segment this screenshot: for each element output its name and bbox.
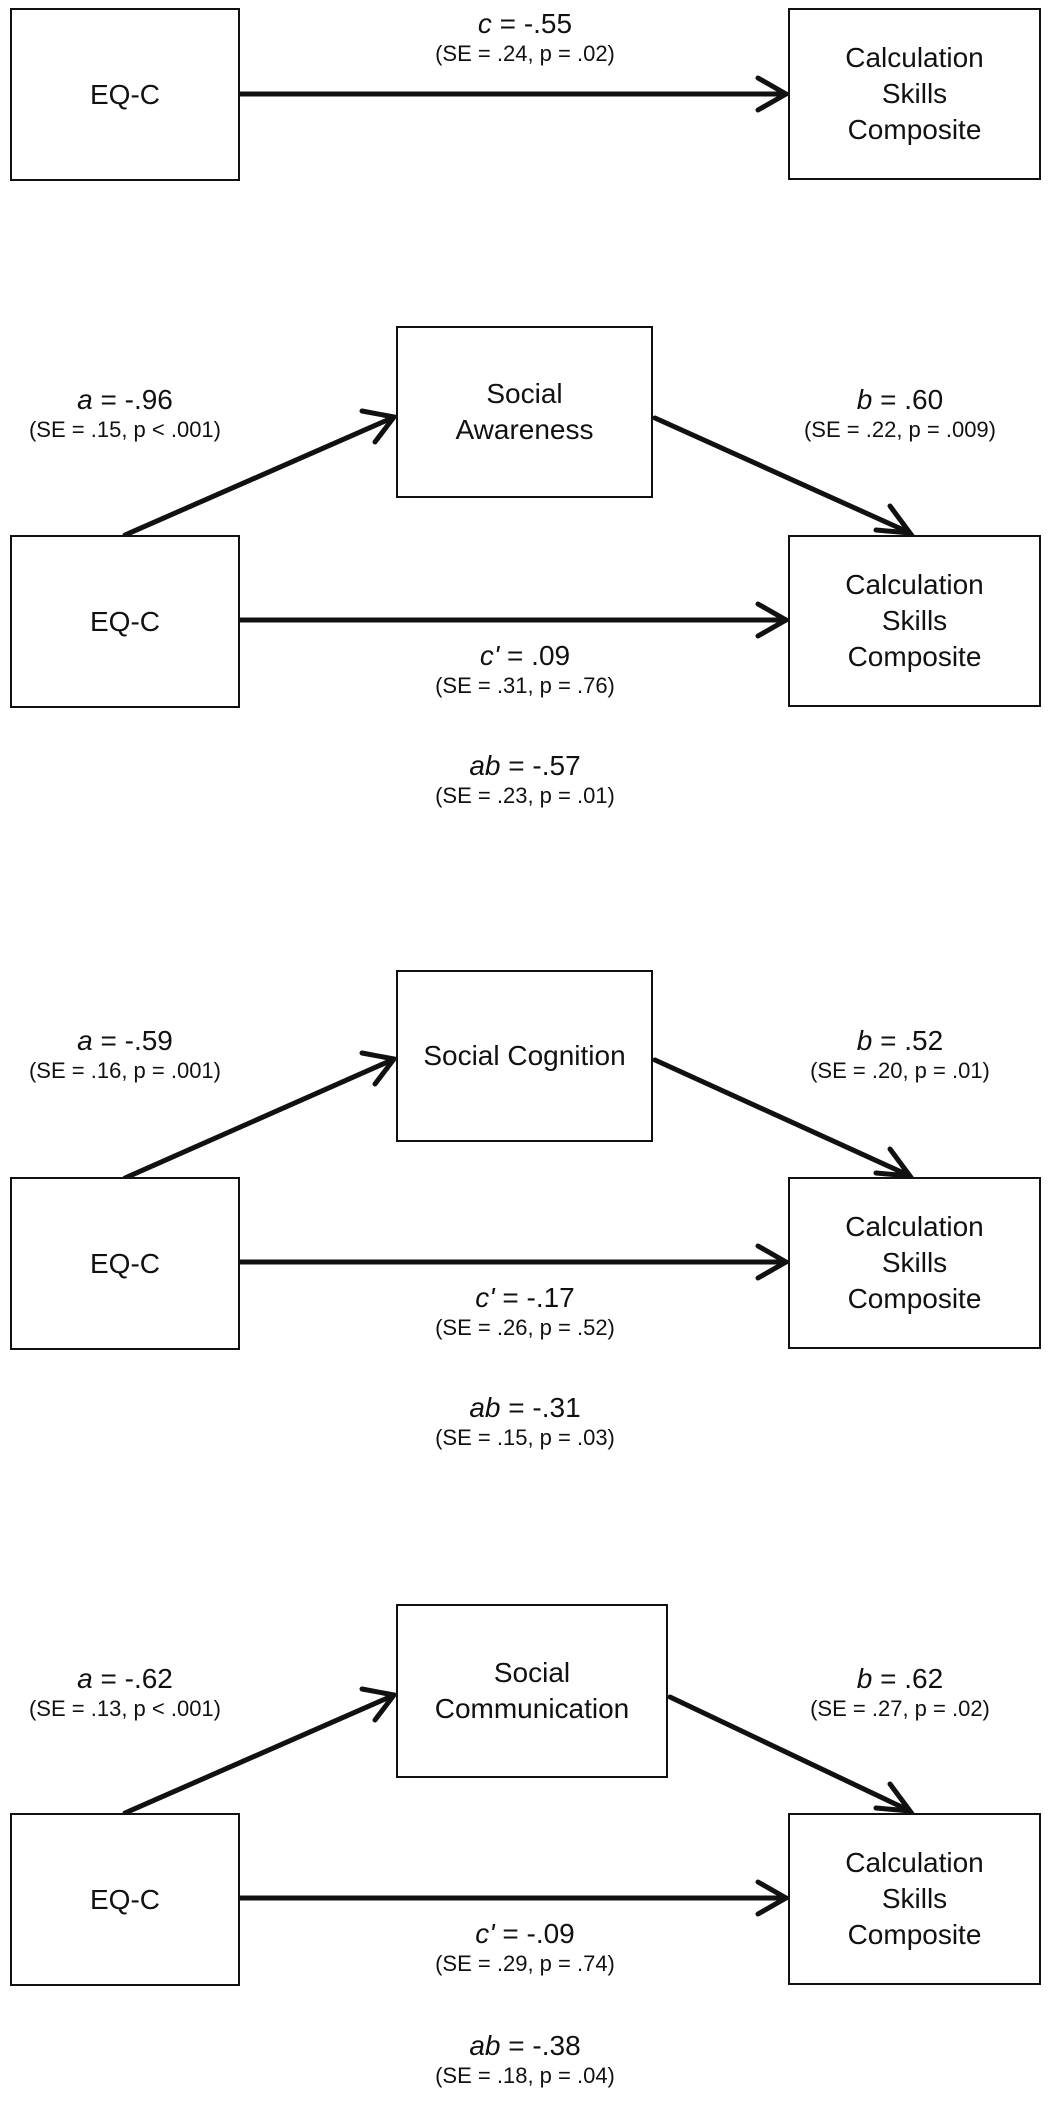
box-calculation-1: Calculation Skills Composite: [788, 8, 1041, 180]
coef-stats: (SE = .18, p = .04): [435, 2063, 615, 2088]
coef-stats: (SE = .26, p = .52): [435, 1315, 615, 1340]
coef-value: = -.09: [494, 1918, 575, 1949]
coef-value: = -.96: [92, 384, 173, 415]
box-calculation-2: Calculation Skills Composite: [788, 535, 1041, 707]
path-a-arrowhead-2: [359, 408, 399, 445]
path-b-arrowhead-2: [873, 503, 916, 536]
coef-value: = -.17: [494, 1282, 575, 1313]
box-mediator-4: Social Communication: [396, 1604, 668, 1778]
path-a-arrow-2: [122, 415, 395, 538]
coef-symbol: a: [77, 384, 93, 415]
path-b-arrow-2: [652, 415, 911, 535]
box-eqc-2: EQ-C: [10, 535, 240, 708]
box-eqc-1: EQ-C: [10, 8, 240, 181]
coef-symbol: c': [475, 1918, 495, 1949]
box-calculation-3: Calculation Skills Composite: [788, 1177, 1041, 1349]
coef-value: = -.59: [92, 1025, 173, 1056]
coef-b-2: b = .60 (SE = .22, p = .009): [770, 384, 1030, 444]
box-eqc-4: EQ-C: [10, 1813, 240, 1986]
coef-cprime-2: c' = .09 (SE = .31, p = .76): [375, 640, 675, 700]
coef-ab-4: ab = -.38 (SE = .18, p = .04): [375, 2030, 675, 2090]
coef-value: = -.62: [92, 1663, 173, 1694]
coef-symbol: c': [475, 1282, 495, 1313]
path-a-arrow-4: [122, 1693, 395, 1816]
coef-stats: (SE = .20, p = .01): [810, 1058, 990, 1083]
path-a-arrow-3: [122, 1057, 395, 1181]
coef-stats: (SE = .15, p < .001): [28, 417, 221, 442]
coef-cprime-3: c' = -.17 (SE = .26, p = .52): [375, 1282, 675, 1342]
coef-symbol: b: [856, 1663, 873, 1694]
path-cp-arrowhead-3: [755, 1243, 792, 1281]
coef-b-4: b = .62 (SE = .27, p = .02): [770, 1663, 1030, 1723]
box-eqc-3: EQ-C: [10, 1177, 240, 1350]
path-a-arrowhead-3: [359, 1050, 399, 1087]
path-c-arrowhead: [755, 75, 792, 113]
coef-symbol: b: [856, 384, 873, 415]
coef-cprime-4: c' = -.09 (SE = .29, p = .74): [375, 1918, 675, 1978]
coef-stats: (SE = .24, p = .02): [435, 41, 615, 66]
coef-value: = -.55: [491, 8, 573, 39]
coef-value: = .60: [872, 384, 944, 415]
coef-a-2: a = -.96 (SE = .15, p < .001): [0, 384, 250, 444]
coef-symbol: c': [479, 640, 500, 671]
coef-stats: (SE = .15, p = .03): [435, 1425, 615, 1450]
coef-stats: (SE = .23, p = .01): [435, 783, 615, 808]
coef-value: = -.38: [500, 2030, 581, 2061]
path-a-arrowhead-4: [359, 1686, 399, 1723]
coef-symbol: a: [77, 1025, 93, 1056]
coef-stats: (SE = .29, p = .74): [435, 1951, 615, 1976]
path-cp-arrowhead-4: [755, 1879, 792, 1917]
coef-symbol: a: [77, 1663, 93, 1694]
path-b-arrowhead-3: [873, 1146, 916, 1179]
coef-stats: (SE = .22, p = .009): [803, 417, 996, 442]
coef-symbol: b: [856, 1025, 873, 1056]
coef-value: = -.31: [500, 1392, 581, 1423]
coef-symbol: ab: [469, 750, 501, 781]
path-cp-arrowhead-2: [755, 601, 792, 639]
box-calculation-4: Calculation Skills Composite: [788, 1813, 1041, 1985]
coef-c-1: c = -.55 (SE = .24, p = .02): [375, 8, 675, 68]
coef-value: = -.57: [500, 750, 581, 781]
coef-value: = .52: [872, 1025, 944, 1056]
coef-ab-2: ab = -.57 (SE = .23, p = .01): [375, 750, 675, 810]
coef-value: = .62: [872, 1663, 944, 1694]
coef-symbol: ab: [469, 2030, 501, 2061]
coef-symbol: c: [477, 8, 492, 39]
coef-ab-3: ab = -.31 (SE = .15, p = .03): [375, 1392, 675, 1452]
coef-stats: (SE = .31, p = .76): [435, 673, 615, 698]
path-b-arrow-3: [652, 1057, 911, 1178]
coef-stats: (SE = .16, p = .001): [28, 1058, 221, 1083]
coef-b-3: b = .52 (SE = .20, p = .01): [770, 1025, 1030, 1085]
coef-value: = .09: [499, 640, 571, 671]
path-b-arrow-4: [667, 1694, 911, 1813]
coef-stats: (SE = .27, p = .02): [810, 1696, 990, 1721]
coef-a-4: a = -.62 (SE = .13, p < .001): [0, 1663, 250, 1723]
coef-a-3: a = -.59 (SE = .16, p = .001): [0, 1025, 250, 1085]
box-mediator-3: Social Cognition: [396, 970, 653, 1142]
path-b-arrowhead-4: [873, 1781, 916, 1814]
box-mediator-2: Social Awareness: [396, 326, 653, 498]
coef-stats: (SE = .13, p < .001): [28, 1696, 221, 1721]
coef-symbol: ab: [469, 1392, 501, 1423]
